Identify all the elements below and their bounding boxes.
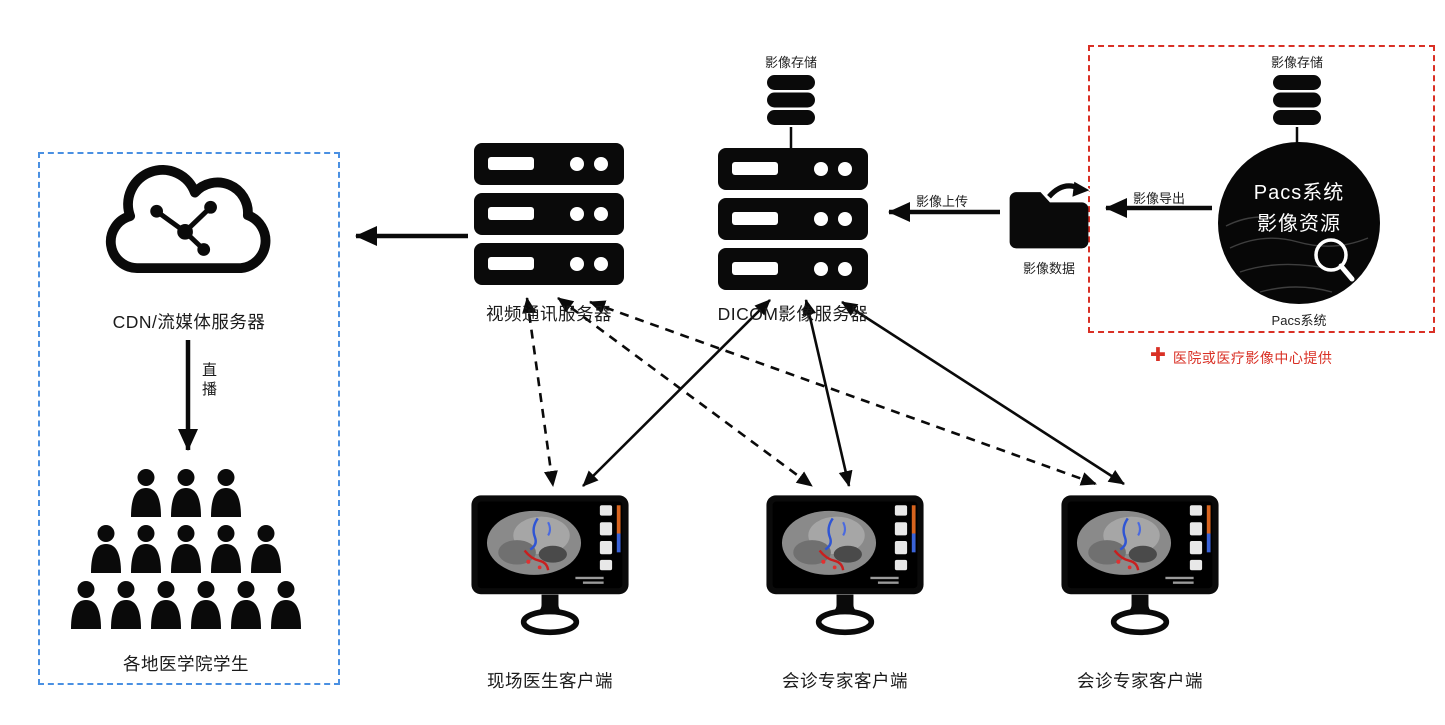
cdn-label: CDN/流媒体服务器 — [112, 312, 266, 332]
live-stream-label: 直播 — [200, 362, 217, 400]
provider-note: ✚ 医院或医疗影像中心提供 — [1150, 346, 1332, 368]
provider-note-text: 医院或医疗影像中心提供 — [1172, 350, 1333, 366]
pacs-circle-subtitle: 影像资源 — [1257, 213, 1341, 235]
pacs-circle-title: Pacs系统 — [1253, 182, 1345, 204]
pacs-storage-database-icon — [1271, 74, 1323, 131]
client2-label: 会诊专家客户端 — [782, 671, 908, 691]
link-dicom-client3 — [841, 300, 1125, 486]
link-video-client1 — [522, 297, 558, 487]
folder-label: 影像数据 — [1022, 261, 1075, 276]
dicom-server-label: DICOM影像服务器 — [717, 304, 869, 324]
pacs-caption: Pacs系统 — [1271, 313, 1327, 328]
pacs-circle-icon — [1218, 142, 1380, 304]
cdn-cloud-icon — [86, 148, 292, 303]
students-label: 各地医学院学生 — [123, 654, 249, 674]
dicom-server-icon — [718, 148, 868, 295]
magnifier-icon — [1314, 238, 1355, 282]
link-video-client2 — [557, 296, 813, 488]
client1-label: 现场医生客户端 — [487, 671, 613, 691]
client3-label: 会诊专家客户端 — [1077, 671, 1203, 691]
link-dicom-client2 — [802, 299, 853, 487]
video-server-label: 视频通讯服务器 — [486, 304, 612, 324]
video-server-icon — [474, 143, 624, 290]
pacs-storage-label: 影像存储 — [1270, 55, 1323, 70]
pacs-circle-label: Pacs系统 影像资源 — [1216, 140, 1382, 306]
link-dicom-client1 — [582, 299, 771, 487]
dicom-storage-label: 影像存储 — [764, 55, 817, 70]
client1-monitor-icon — [470, 494, 630, 642]
image-data-folder-icon — [1004, 178, 1094, 258]
export-arrow-label: 影像导出 — [1132, 191, 1185, 206]
students-crowd-icon — [66, 468, 306, 641]
cdn-students-group-box — [38, 152, 340, 685]
client3-monitor-icon — [1060, 494, 1220, 642]
client2-monitor-icon — [765, 494, 925, 642]
link-video-client3 — [589, 300, 1097, 486]
upload-arrow-label: 影像上传 — [915, 194, 968, 209]
dicom-storage-database-icon — [765, 74, 817, 131]
red-plus-icon: ✚ — [1150, 345, 1166, 366]
pacs-system-circle: Pacs系统 影像资源 — [1216, 140, 1382, 306]
